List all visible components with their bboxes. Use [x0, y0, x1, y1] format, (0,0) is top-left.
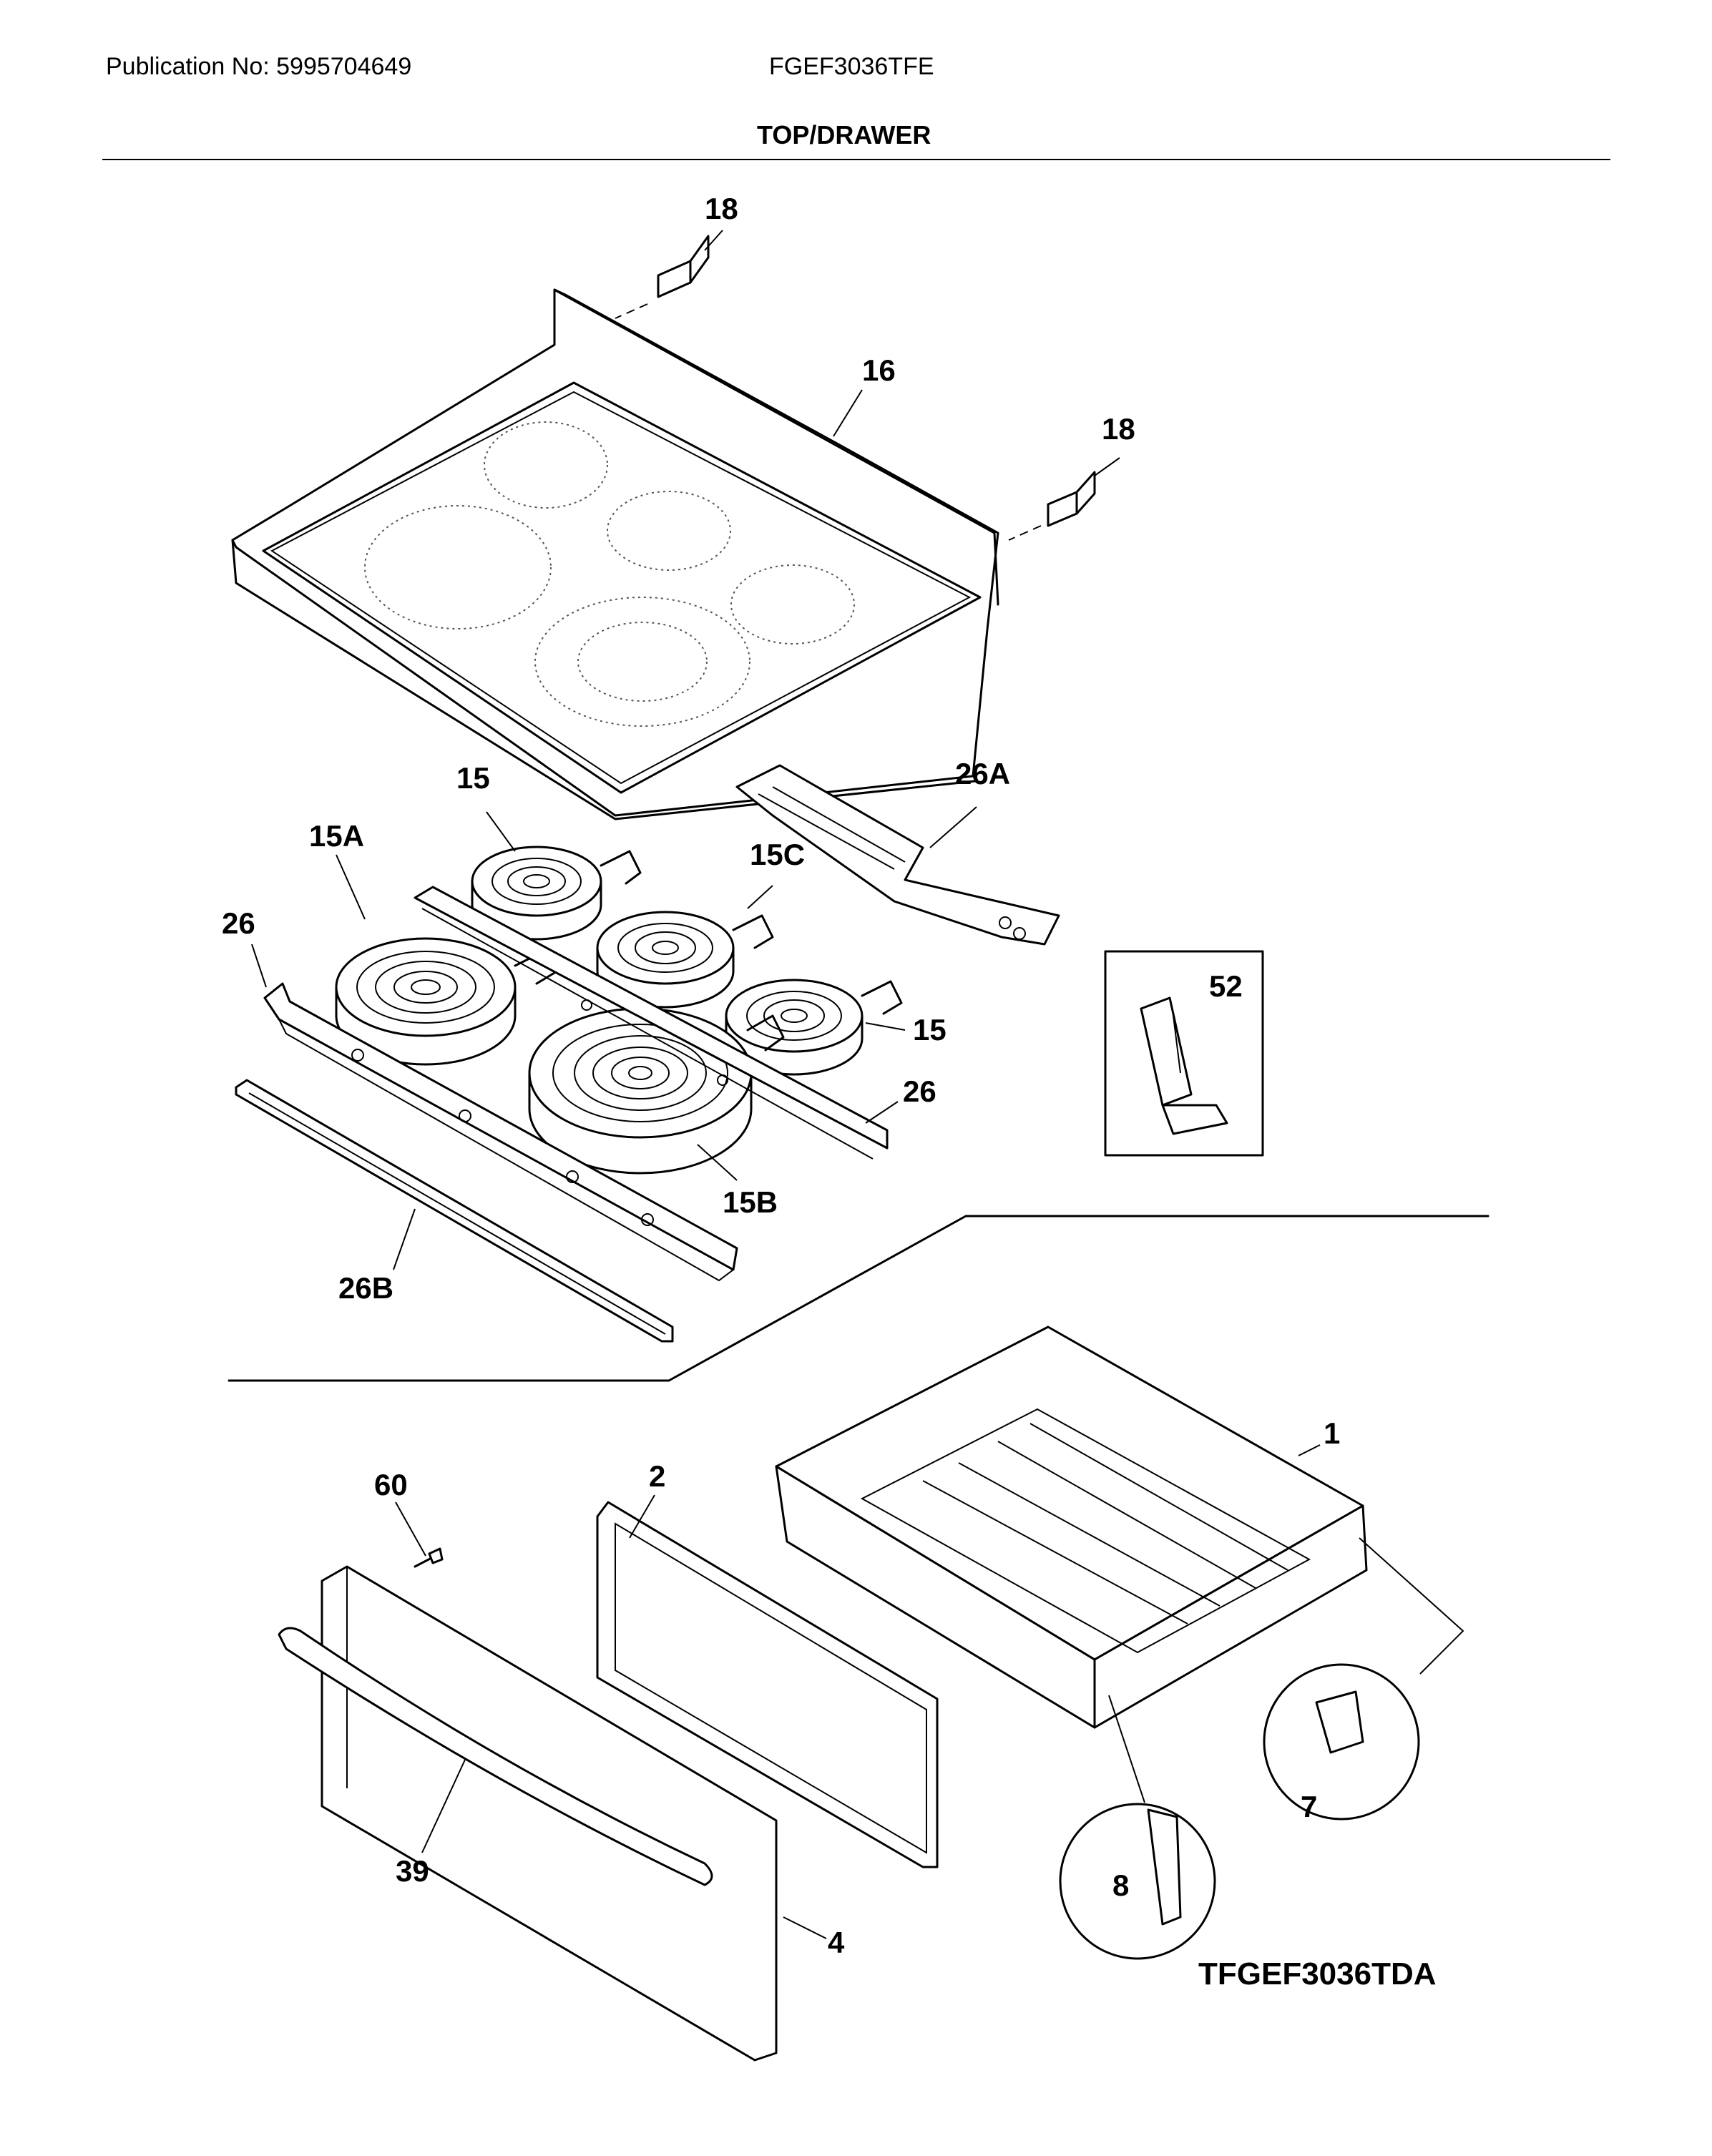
- callout-4: 4: [828, 1926, 845, 1959]
- callout-26B: 26B: [338, 1271, 393, 1305]
- drawer-liner-panel[interactable]: [596, 1501, 939, 1868]
- burner-outline-front-left: [364, 505, 552, 629]
- callout-39: 39: [396, 1854, 429, 1888]
- callout-18: 18: [1102, 412, 1135, 446]
- diagram-code: TFGEF3036TDA: [1198, 1956, 1437, 1991]
- callout-15A: 15A: [309, 819, 364, 853]
- callout-16: 16: [862, 353, 896, 387]
- callout-18: 18: [705, 192, 738, 225]
- mounting-bracket-right[interactable]: [1008, 471, 1096, 541]
- callout-2: 2: [649, 1459, 665, 1493]
- callout-52: 52: [1209, 969, 1243, 1003]
- cooktop-glass-top[interactable]: [231, 288, 999, 820]
- drawer-body[interactable]: [775, 1326, 1368, 1729]
- callout-15C: 15C: [750, 838, 805, 871]
- terminal-bracket[interactable]: [735, 764, 1060, 946]
- burner-outline-front-right: [534, 597, 750, 727]
- drawer-handle[interactable]: [278, 1627, 713, 1886]
- burner-outline-front-right-inner: [577, 622, 708, 702]
- callout-leaders: [251, 230, 1321, 1939]
- section-title: TOP/DRAWER: [757, 120, 931, 150]
- drawer-glide-detail-7: [1263, 1537, 1464, 1821]
- callout-15: 15: [913, 1013, 947, 1047]
- element-support-bracket-rear[interactable]: [414, 886, 889, 1160]
- drawer-roller-detail-8: [1059, 1695, 1216, 1960]
- front-trim-strip[interactable]: [235, 1079, 674, 1343]
- drawer-screw[interactable]: [414, 1547, 444, 1568]
- section-divider: [228, 1215, 1490, 1382]
- callout-15: 15: [456, 761, 490, 795]
- publication-number: Publication No: 5995704649: [106, 53, 412, 80]
- model-number: FGEF3036TFE: [769, 53, 934, 80]
- burner-outline-back-left: [484, 421, 608, 509]
- callout-8: 8: [1112, 1868, 1129, 1902]
- surface-element-back-right[interactable]: [725, 979, 903, 1076]
- burner-outline-center: [607, 491, 731, 571]
- callout-15B: 15B: [723, 1185, 778, 1219]
- surface-element-front-left[interactable]: [335, 937, 556, 1066]
- burner-outline-back-right: [730, 564, 855, 645]
- header-rule: [102, 159, 1610, 160]
- callout-1: 1: [1324, 1416, 1340, 1450]
- surface-element-back-left[interactable]: [471, 846, 642, 941]
- callout-26: 26: [903, 1074, 936, 1108]
- callout-60: 60: [374, 1468, 408, 1501]
- mounting-bracket-left[interactable]: [615, 235, 710, 319]
- callout-7: 7: [1301, 1790, 1317, 1823]
- callout-26A: 26A: [955, 757, 1010, 790]
- element-support-bracket-front[interactable]: [263, 982, 738, 1282]
- callout-26: 26: [222, 906, 255, 940]
- inset-box-52: [1104, 950, 1264, 1157]
